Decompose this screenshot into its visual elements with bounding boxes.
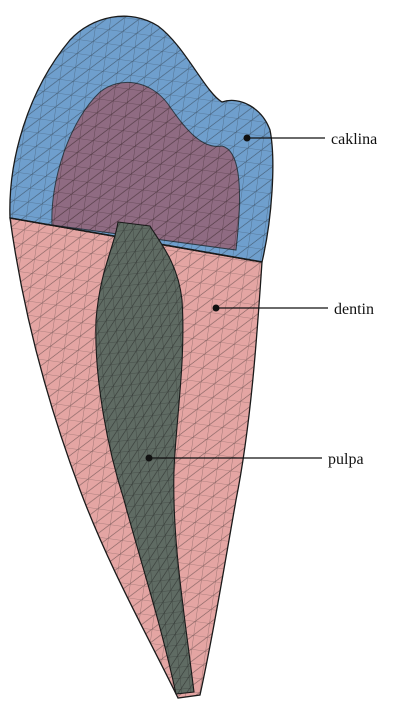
dentin-label: dentin [334,301,374,318]
enamel-label: caklina [331,131,377,148]
pulp-label: pulpa [328,451,364,468]
